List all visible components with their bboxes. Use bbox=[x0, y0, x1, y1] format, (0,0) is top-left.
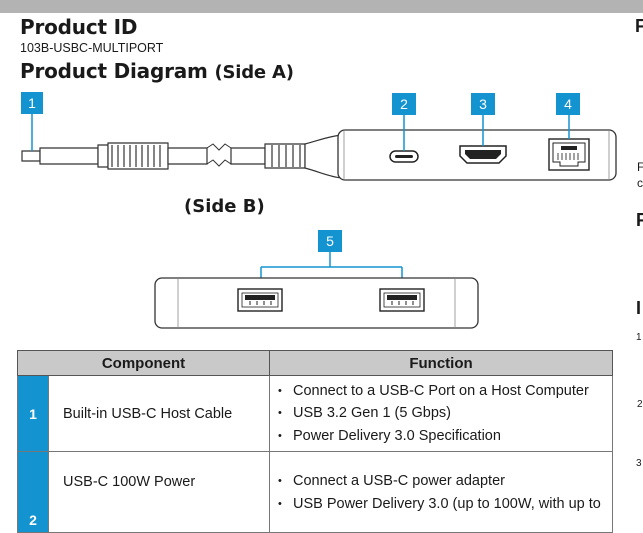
callout-number: 4 bbox=[564, 96, 572, 112]
callout-3: 3 bbox=[471, 93, 495, 115]
clipped-heading-fragment: F bbox=[636, 210, 643, 230]
callout-1: 1 bbox=[21, 92, 43, 114]
component-functions: Connect a USB-C power adapter USB Power … bbox=[269, 451, 613, 533]
function-item: Connect a USB-C power adapter bbox=[278, 470, 612, 493]
cable-break-mark bbox=[206, 143, 232, 167]
component-name: USB-C 100W Power bbox=[48, 451, 270, 533]
side-a-label: (Side A) bbox=[214, 62, 294, 83]
hub-body-side-b bbox=[154, 277, 479, 329]
clipped-heading-fragment: I bbox=[636, 298, 642, 318]
usb-a-port-icon bbox=[237, 288, 283, 312]
diagram-heading-text: Product Diagram bbox=[20, 59, 208, 83]
component-name: Built-in USB-C Host Cable bbox=[48, 375, 270, 452]
clipped-text-fragment: c bbox=[637, 176, 643, 190]
function-item: USB Power Delivery 3.0 (up to 100W, with… bbox=[278, 493, 612, 516]
component-table: Component Function 1 Built-in USB-C Host… bbox=[17, 350, 613, 533]
function-item: Power Delivery 3.0 Specification bbox=[278, 425, 612, 448]
function-item: USB 3.2 Gen 1 (5 Gbps) bbox=[278, 402, 612, 425]
callout-number: 1 bbox=[28, 95, 36, 111]
callout-number: 5 bbox=[326, 233, 334, 249]
usb-a-port-icon bbox=[379, 288, 425, 312]
clipped-step-number: 2 bbox=[637, 399, 643, 410]
product-id-heading: Product ID bbox=[20, 15, 138, 39]
callout-number: 3 bbox=[479, 96, 487, 112]
callout-lines bbox=[31, 112, 570, 287]
clipped-heading-fragment: F bbox=[635, 16, 643, 36]
callout-5: 5 bbox=[318, 230, 342, 252]
callout-number: 2 bbox=[400, 96, 408, 112]
column-header-function: Function bbox=[269, 350, 613, 376]
component-functions: Connect to a USB-C Port on a Host Comput… bbox=[269, 375, 613, 452]
table-row: 2 USB-C 100W Power Connect a USB-C power… bbox=[17, 451, 613, 533]
function-item: Connect to a USB-C Port on a Host Comput… bbox=[278, 380, 612, 403]
usb-c-port-icon bbox=[389, 150, 419, 163]
table-header-row: Component Function bbox=[17, 350, 613, 376]
ethernet-port-icon bbox=[548, 138, 590, 171]
component-number: 1 bbox=[17, 375, 49, 452]
clipped-step-number: 1 bbox=[636, 332, 642, 343]
column-header-component: Component bbox=[17, 350, 270, 376]
table-row: 1 Built-in USB-C Host Cable Connect to a… bbox=[17, 375, 613, 452]
side-b-label: (Side B) bbox=[184, 196, 265, 217]
usb-c-host-cable bbox=[21, 134, 343, 179]
top-bar bbox=[0, 0, 643, 13]
product-id-value: 103B-USBC-MULTIPORT bbox=[20, 41, 164, 55]
callout-2: 2 bbox=[392, 93, 416, 115]
callout-4: 4 bbox=[556, 93, 580, 115]
hdmi-port-icon bbox=[459, 145, 507, 164]
clipped-text-fragment: F bbox=[637, 160, 643, 174]
component-number: 2 bbox=[17, 451, 49, 533]
component-number-text: 2 bbox=[29, 512, 37, 528]
product-diagram: 1 2 3 4 5 bbox=[21, 92, 617, 329]
product-diagram-heading: Product Diagram (Side A) bbox=[20, 59, 294, 83]
clipped-step-number: 3 bbox=[636, 458, 642, 469]
